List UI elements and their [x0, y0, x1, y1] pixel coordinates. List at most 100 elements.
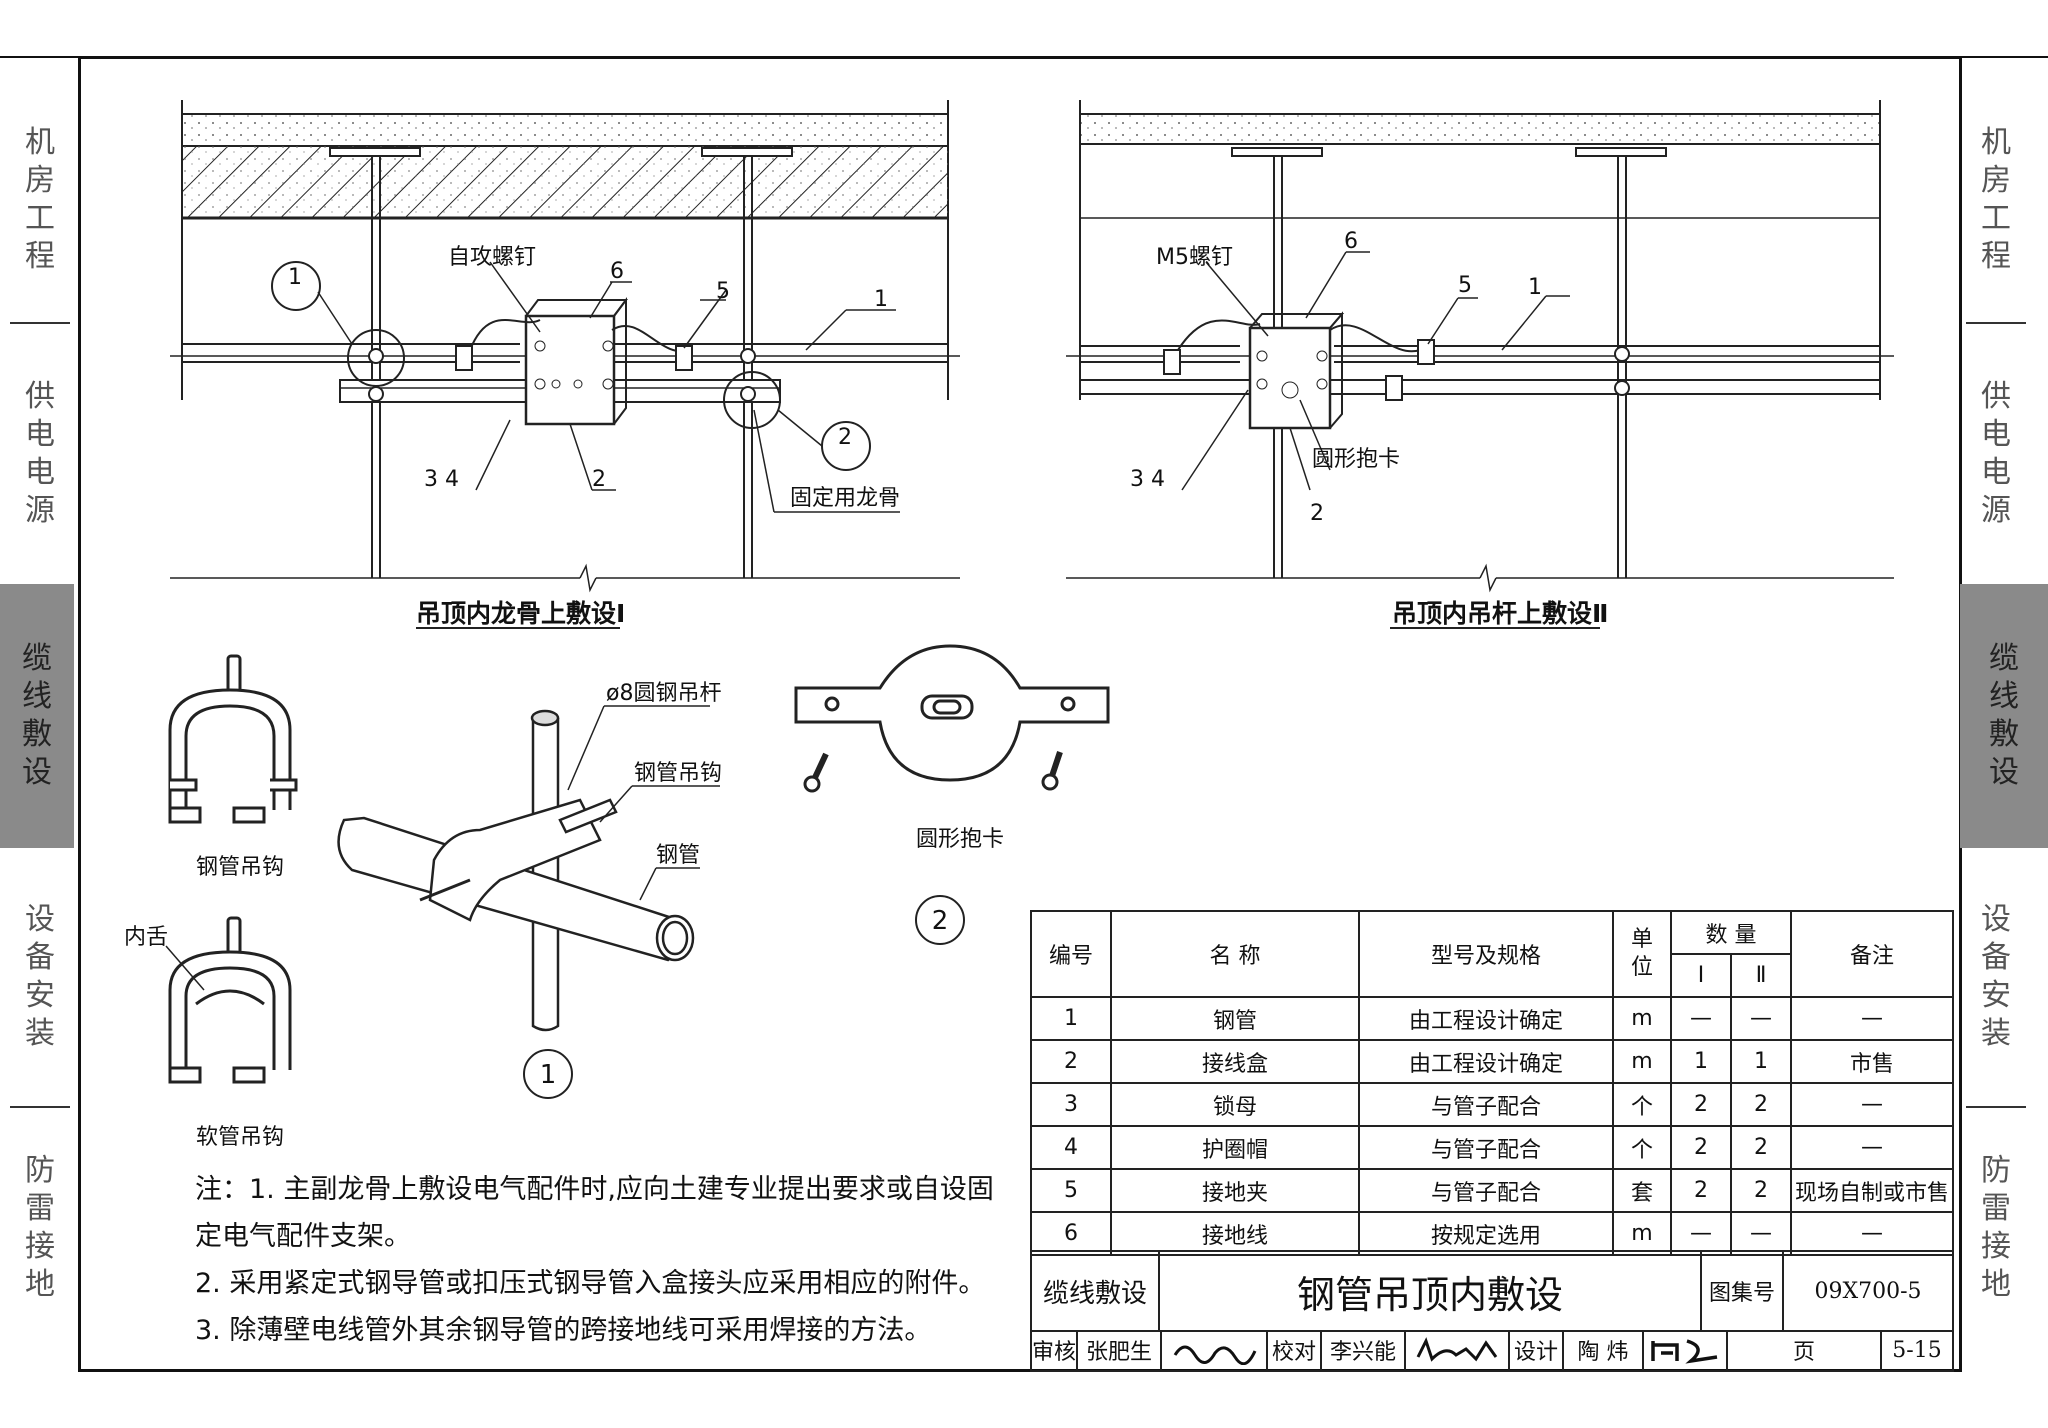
fig1-detail-marker-1: 1 [288, 265, 302, 290]
header-spec: 型号及规格 [1358, 910, 1614, 998]
figure-2-labels: M5螺钉 6 5 1 3 4 圆形抱卡 2 吊顶内吊杆上敷设Ⅱ [1130, 229, 1608, 628]
fig2-callout-2: 2 [1310, 501, 1324, 526]
page-number: 5-15 [1892, 1337, 1942, 1363]
fig1-label-screw: 自攻螺钉 [448, 245, 536, 270]
note-line-2: 定电气配件支架。 [195, 1221, 411, 1252]
fig1-label-fixed-keel: 固定用龙骨 [790, 486, 900, 511]
cell-q2: — [1730, 996, 1792, 1041]
cell-q2: 2 [1730, 1168, 1792, 1213]
detail2-label-clamp: 圆形抱卡 [916, 827, 1004, 852]
cell-unit: 个 [1612, 1125, 1672, 1170]
detail-1-drawing [337, 709, 695, 1032]
side-tab-right-1[interactable]: 供电电源 [1981, 379, 2011, 528]
hose-hook-tongue-label: 内舌 [124, 925, 168, 950]
fig1-callout-1: 1 [874, 287, 888, 312]
title-block-section: 缆线敷设 [1030, 1250, 1160, 1332]
cell-note: — [1790, 1082, 1954, 1127]
designer-signature [1644, 1330, 1728, 1370]
cell-no: 1 [1030, 996, 1112, 1041]
header-no: 编号 [1030, 910, 1112, 998]
figure-1-labels: 自攻螺钉 6 5 1 3 4 2 固定用龙骨 1 2 吊顶内龙骨上敷设Ⅰ [288, 245, 900, 628]
fig1-detail-marker-2: 2 [838, 425, 852, 450]
detail-1-labels: ø8圆钢吊杆 钢管吊钩 钢管 1 [523, 681, 722, 1099]
cell-no: 6 [1030, 1211, 1112, 1256]
detail1-number: 1 [540, 1060, 557, 1090]
header-qty-2: Ⅱ [1730, 953, 1792, 998]
steel-pipe-hook-label: 钢管吊钩 [196, 855, 284, 880]
side-tab-left-3[interactable]: 设备安装 [25, 902, 55, 1051]
cell-name: 接线盒 [1110, 1039, 1360, 1084]
detail1-label-rod: ø8圆钢吊杆 [606, 681, 721, 706]
fig1-callout-3-4: 3 4 [424, 467, 459, 492]
cell-unit: m [1612, 1211, 1672, 1256]
cell-note: — [1790, 1125, 1954, 1170]
fig2-callout-6: 6 [1344, 229, 1358, 254]
header-qty-1: Ⅰ [1670, 953, 1732, 998]
notes-block: 注：1. 主副龙骨上敷设电气配件时,应向土建专业提出要求或自设固 定电气配件支架… [195, 1166, 994, 1354]
fig1-callout-6: 6 [610, 259, 624, 284]
cell-unit: 个 [1612, 1082, 1672, 1127]
fig2-label-screw: M5螺钉 [1156, 245, 1233, 270]
header-note: 备注 [1790, 910, 1954, 998]
checker-name: 李兴能 [1322, 1330, 1406, 1370]
side-tab-right-3[interactable]: 设备安装 [1981, 902, 2011, 1051]
cell-no: 5 [1030, 1168, 1112, 1213]
side-tab-divider [1966, 322, 2026, 324]
side-tab-left-0[interactable]: 机房工程 [25, 125, 55, 274]
review-label: 审核 [1032, 1330, 1078, 1370]
signature-mark [1416, 1337, 1498, 1362]
header-unit: 单位 [1612, 910, 1672, 998]
cell-name: 护圈帽 [1110, 1125, 1360, 1170]
cell-no: 3 [1030, 1082, 1112, 1127]
side-tab-right-0[interactable]: 机房工程 [1981, 125, 2011, 274]
cell-q1: 2 [1670, 1082, 1732, 1127]
cell-name: 接地夹 [1110, 1168, 1360, 1213]
title-block-title: 钢管吊顶内敷设 [1158, 1250, 1702, 1332]
cell-note: — [1790, 996, 1954, 1041]
signature-row: 审核 张肥生 校对 李兴能 设计 陶 炜 页 5-15 [1030, 1330, 1954, 1370]
cell-q2: — [1730, 1211, 1792, 1256]
fig2-label-clamp: 圆形抱卡 [1312, 447, 1400, 472]
side-tab-divider [10, 322, 70, 324]
fig2-callout-3-4: 3 4 [1130, 467, 1165, 492]
cell-q2: 2 [1730, 1082, 1792, 1127]
reviewer-name: 张肥生 [1078, 1330, 1162, 1370]
cell-q1: — [1670, 996, 1732, 1041]
cell-unit: m [1612, 996, 1672, 1041]
cell-spec: 与管子配合 [1358, 1125, 1614, 1170]
cell-no: 4 [1030, 1125, 1112, 1170]
table-header-row: 编号 名 称 型号及规格 单位 数 量 备注 [1030, 910, 1954, 998]
designer-name: 陶 炜 [1564, 1330, 1644, 1370]
cell-note: 市售 [1790, 1039, 1954, 1084]
cell-q1: 2 [1670, 1168, 1732, 1213]
signature-mark [1173, 1345, 1257, 1365]
cell-spec: 与管子配合 [1358, 1168, 1614, 1213]
side-tab-left-2[interactable]: 缆线敷设 [0, 584, 74, 848]
design-label: 设计 [1510, 1330, 1564, 1370]
signature-mark [1651, 1339, 1718, 1364]
side-tab-left-1[interactable]: 供电电源 [25, 379, 55, 528]
fig2-callout-5: 5 [1458, 273, 1472, 298]
cell-q1: 1 [1670, 1039, 1732, 1084]
cell-name: 钢管 [1110, 996, 1360, 1041]
cell-spec: 由工程设计确定 [1358, 996, 1614, 1041]
note-line-4: 3. 除薄壁电线管外其余钢导管的跨接地线可采用焊接的方法。 [195, 1315, 932, 1346]
cell-unit: m [1612, 1039, 1672, 1084]
flexible-hose-hook-label: 软管吊钩 [196, 1125, 284, 1150]
cell-note: — [1790, 1211, 1954, 1256]
side-tab-right-4[interactable]: 防雷接地 [1981, 1153, 2011, 1302]
cell-unit: 套 [1612, 1168, 1672, 1213]
cell-q1: — [1670, 1211, 1732, 1256]
fig1-callout-5: 5 [716, 279, 730, 304]
cell-q1: 2 [1670, 1125, 1732, 1170]
figure-1-ceiling [170, 100, 960, 629]
side-tab-right-2[interactable]: 缆线敷设 [1960, 584, 2048, 848]
side-tab-left-4[interactable]: 防雷接地 [25, 1153, 55, 1302]
title-block-atlas-no: 09X700-5 [1782, 1250, 1954, 1332]
